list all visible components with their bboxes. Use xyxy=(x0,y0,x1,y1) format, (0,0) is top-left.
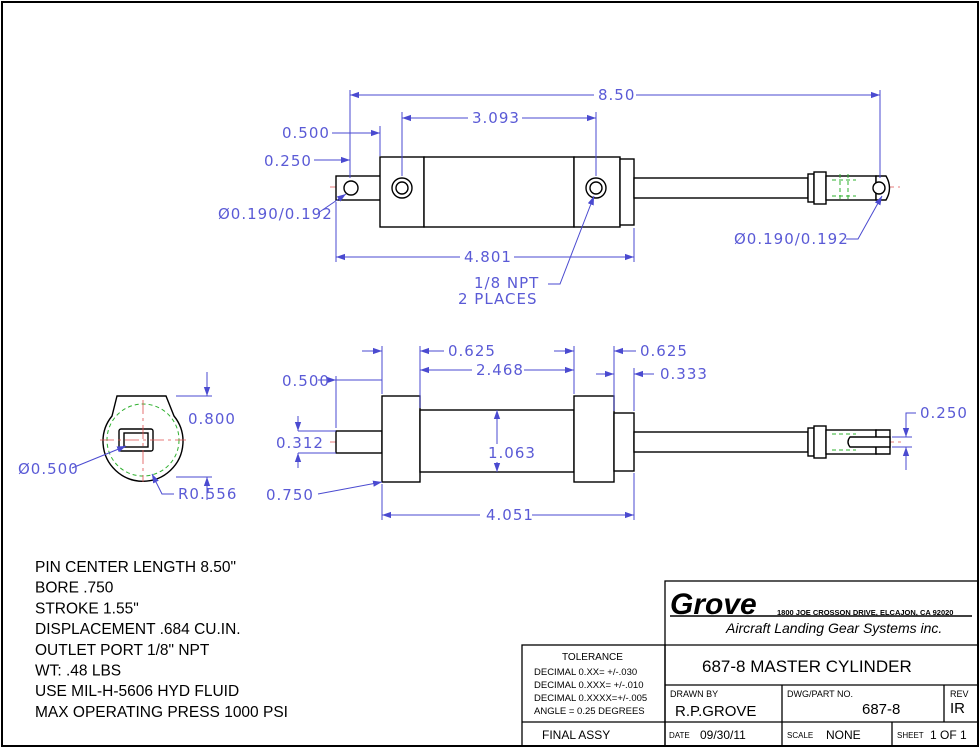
dim-overall-length: 8.50 xyxy=(598,86,635,104)
spec-line: STROKE 1.55" xyxy=(35,600,139,617)
dim-pin-dia-right: Ø0.190/0.192 xyxy=(734,230,849,248)
date-value: 09/30/11 xyxy=(700,728,746,742)
dim-end-0800: 0.800 xyxy=(188,410,236,428)
tolerance-line-4: ANGLE = 0.25 DEGREES xyxy=(534,706,645,717)
dim-front-0625-right: 0.625 xyxy=(640,342,688,360)
dim-front-1063: 1.063 xyxy=(488,444,536,462)
tolerance-line-3: DECIMAL 0.XXXX=+/-.005 xyxy=(534,693,647,704)
dim-front-2468: 2.468 xyxy=(476,361,524,379)
dim-end-r0556: R0.556 xyxy=(178,485,237,503)
spec-line: USE MIL-H-5606 HYD FLUID xyxy=(35,683,239,700)
note-npt-1: 1/8 NPT xyxy=(474,274,539,292)
rev-value: IR xyxy=(950,700,965,717)
dim-front-4051: 4.051 xyxy=(486,506,534,524)
spec-line: MAX OPERATING PRESS 1000 PSI xyxy=(35,704,288,721)
dim-top-0250: 0.250 xyxy=(264,152,312,170)
spec-line: OUTLET PORT 1/8" NPT xyxy=(35,642,210,659)
dim-top-0500: 0.500 xyxy=(282,124,330,142)
spec-line: BORE .750 xyxy=(35,580,114,597)
front-view-dimensions: 0.625 0.625 2.468 0.333 0.500 0.312 1.06… xyxy=(266,342,968,524)
dim-end-dia-0500: Ø0.500 xyxy=(18,460,79,478)
dim-pin-dia-left: Ø0.190/0.192 xyxy=(218,205,333,223)
company-address: 1800 JOE CROSSON DRIVE, ELCAJON, CA 9202… xyxy=(777,608,953,617)
top-view xyxy=(330,156,900,228)
date-label: DATE xyxy=(669,731,690,740)
rev-label: REV xyxy=(950,689,969,699)
scale-label: SCALE xyxy=(787,731,813,740)
part-no-label: DWG/PART NO. xyxy=(787,689,853,699)
dim-body-length: 4.801 xyxy=(464,248,512,266)
spec-line: PIN CENTER LENGTH 8.50" xyxy=(35,559,236,576)
final-assy: FINAL ASSY xyxy=(542,728,610,742)
tolerance-line-2: DECIMAL 0.XXX= +/-.010 xyxy=(534,680,643,691)
spec-line: WT: .48 LBS xyxy=(35,663,121,680)
dim-port-spacing: 3.093 xyxy=(472,109,520,127)
tolerance-header: TOLERANCE xyxy=(562,652,623,663)
dim-front-0625-left: 0.625 xyxy=(448,342,496,360)
drawn-by-value: R.P.GROVE xyxy=(675,703,756,720)
sheet-label: SHEET xyxy=(897,731,924,740)
drawing-title: 687-8 MASTER CYLINDER xyxy=(702,657,912,676)
title-block: Grove 1800 JOE CROSSON DRIVE, ELCAJON, C… xyxy=(521,580,979,747)
dim-front-0333: 0.333 xyxy=(660,365,708,383)
top-view-dimensions: 8.50 3.093 0.500 0.250 Ø0.190/0.192 4.80… xyxy=(218,86,883,308)
dim-front-0312: 0.312 xyxy=(276,434,324,452)
drawn-by-label: DRAWN BY xyxy=(670,689,718,699)
end-view: 0.800 Ø0.500 R0.556 xyxy=(18,372,237,503)
spec-line: DISPLACEMENT .684 CU.IN. xyxy=(35,621,241,638)
tolerance-line-1: DECIMAL 0.XX= +/-.030 xyxy=(534,667,637,678)
front-view xyxy=(330,395,905,483)
scale-value: NONE xyxy=(826,728,861,742)
dim-front-0500: 0.500 xyxy=(282,372,330,390)
note-npt-2: 2 PLACES xyxy=(458,290,538,308)
sheet-value: 1 OF 1 xyxy=(930,728,967,742)
part-no-value: 687-8 xyxy=(862,701,900,718)
company-tagline: Aircraft Landing Gear Systems inc. xyxy=(725,620,942,636)
dim-front-0750: 0.750 xyxy=(266,486,314,504)
dim-front-0250: 0.250 xyxy=(920,404,968,422)
